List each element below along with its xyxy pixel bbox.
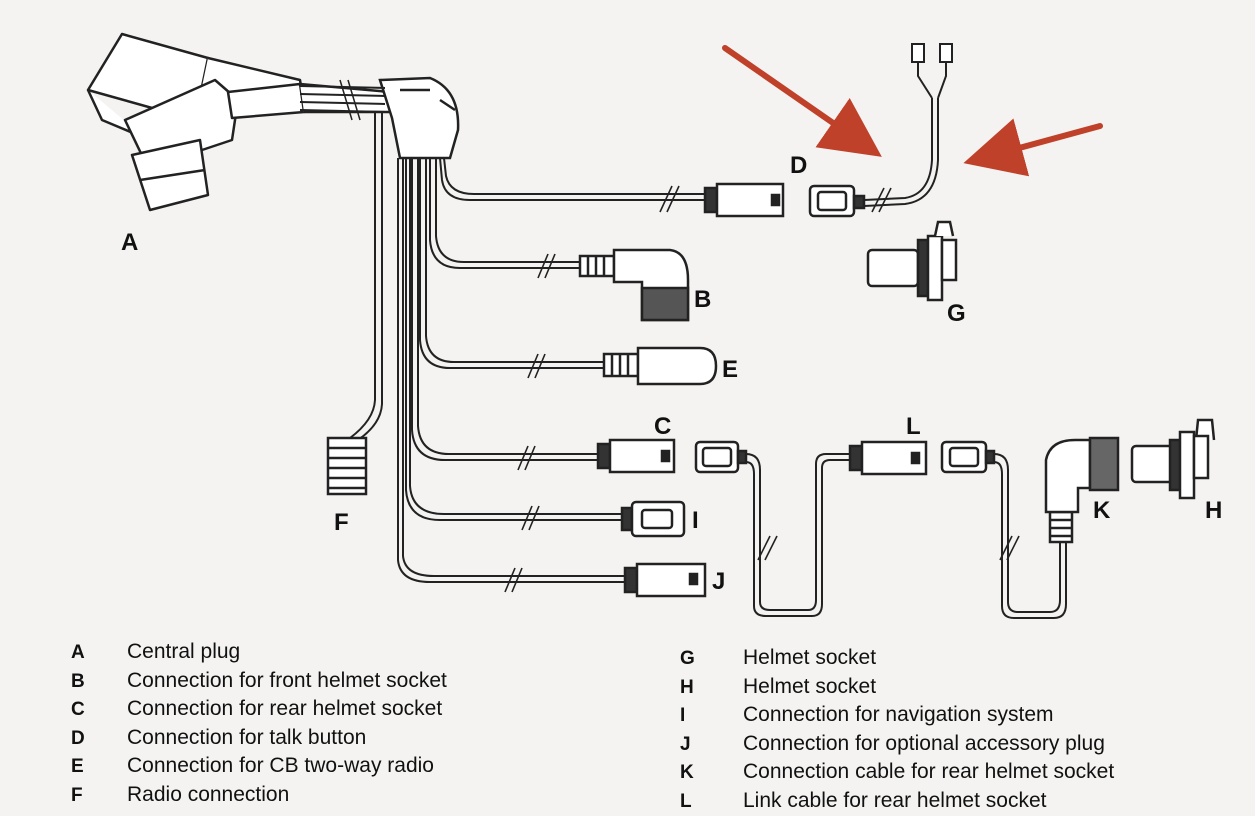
talk-button-terminals [912, 44, 952, 62]
legend-text: Connection for rear helmet socket [127, 697, 442, 720]
label-e: E [722, 356, 738, 383]
legend-letter: J [680, 731, 743, 760]
connector-c-mate [696, 442, 746, 472]
legend-text: Helmet socket [743, 675, 876, 698]
connector-d-socket [810, 186, 864, 216]
legend-text: Connection for optional accessory plug [743, 732, 1105, 755]
legend-text: Connection for navigation system [743, 703, 1054, 726]
talk-button-lead [864, 60, 946, 206]
helmet-socket-g [868, 222, 956, 300]
link-cable-loop [746, 454, 850, 616]
label-h: H [1205, 497, 1222, 524]
central-plug [88, 34, 392, 210]
label-a: A [121, 229, 138, 256]
label-d: D [790, 152, 807, 179]
label-i: I [692, 507, 699, 534]
connector-d-plug [705, 184, 783, 216]
legend-letter: K [680, 759, 743, 788]
legend-text: Radio connection [127, 783, 289, 806]
label-j: J [712, 568, 725, 595]
connector-l-socket [942, 442, 994, 472]
legend-letter: G [680, 645, 743, 674]
label-c: C [654, 413, 671, 440]
label-l: L [906, 413, 921, 440]
legend-letter: I [680, 702, 743, 731]
legend-text: Helmet socket [743, 646, 876, 669]
central-housing [380, 78, 458, 158]
legend-text: Connection for CB two-way radio [127, 754, 434, 777]
legend-letter: E [71, 753, 127, 782]
connector-e [604, 348, 716, 384]
connector-i [622, 502, 684, 536]
connector-f [328, 438, 366, 494]
highlight-arrows [725, 48, 1100, 160]
legend-letter: C [71, 696, 127, 725]
legend-letter: A [71, 639, 127, 668]
legend-letter: H [680, 674, 743, 703]
legend-text: Connection for talk button [127, 726, 366, 749]
label-b: B [694, 286, 711, 313]
label-g: G [947, 300, 966, 327]
legend-text: Connection cable for rear helmet socket [743, 760, 1114, 783]
legend-letter: D [71, 725, 127, 754]
connector-j [625, 564, 705, 596]
legend-text: Link cable for rear helmet socket [743, 789, 1046, 812]
legend-text: Central plug [127, 640, 240, 663]
connector-c [598, 440, 674, 472]
connector-b [580, 250, 688, 320]
legend-text: Connection for front helmet socket [127, 669, 447, 692]
legend-letter: F [71, 782, 127, 811]
connector-k [1046, 438, 1118, 542]
helmet-socket-h [1132, 420, 1214, 498]
legend-letter: B [71, 668, 127, 697]
label-f: F [334, 509, 349, 536]
connector-l-plug [850, 442, 926, 474]
label-k: K [1093, 497, 1111, 524]
